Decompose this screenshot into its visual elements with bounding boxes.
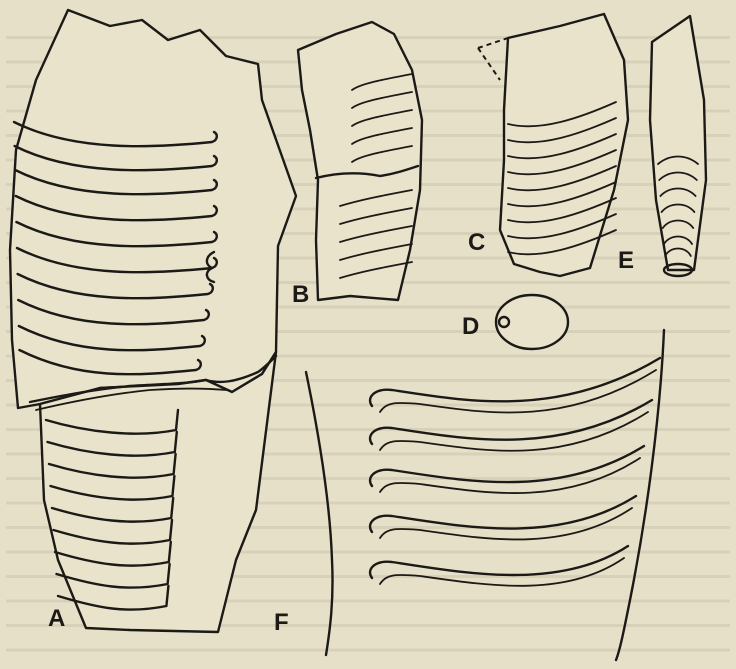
specimen-b [298, 22, 422, 300]
label-c: C [468, 229, 485, 256]
specimen-d-cross-section [496, 295, 568, 349]
label-e: E [618, 247, 634, 274]
label-d: D [462, 313, 479, 340]
show-through-line [6, 649, 730, 652]
label-a: A [48, 605, 65, 632]
label-b: B [292, 281, 309, 308]
label-f: F [274, 609, 289, 636]
specimen-b-outline [298, 22, 422, 300]
specimen-d [496, 295, 568, 349]
